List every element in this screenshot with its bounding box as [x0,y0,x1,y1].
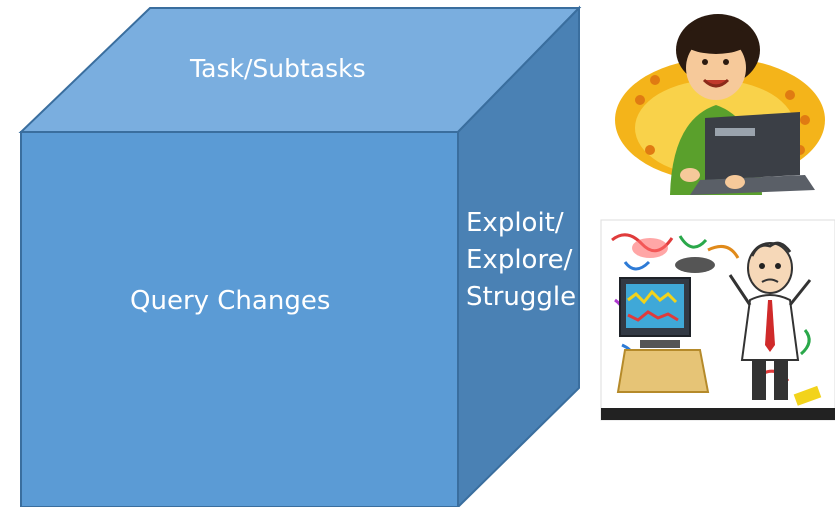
side-label-line-explore: Explore/ [466,245,573,275]
front-face-label: Query Changes [130,286,331,316]
top-face-label: Task/Subtasks [190,54,366,83]
side-label-line-struggle: Struggle [466,282,577,312]
side-face-label: Exploit/ Explore/ Struggle [466,205,576,316]
frustrated-user-clipart [600,219,835,421]
happy-user-clipart [603,0,835,200]
side-label-line-exploit: Exploit/ [466,208,564,238]
cube [18,5,582,507]
cube-front-face [20,131,459,507]
